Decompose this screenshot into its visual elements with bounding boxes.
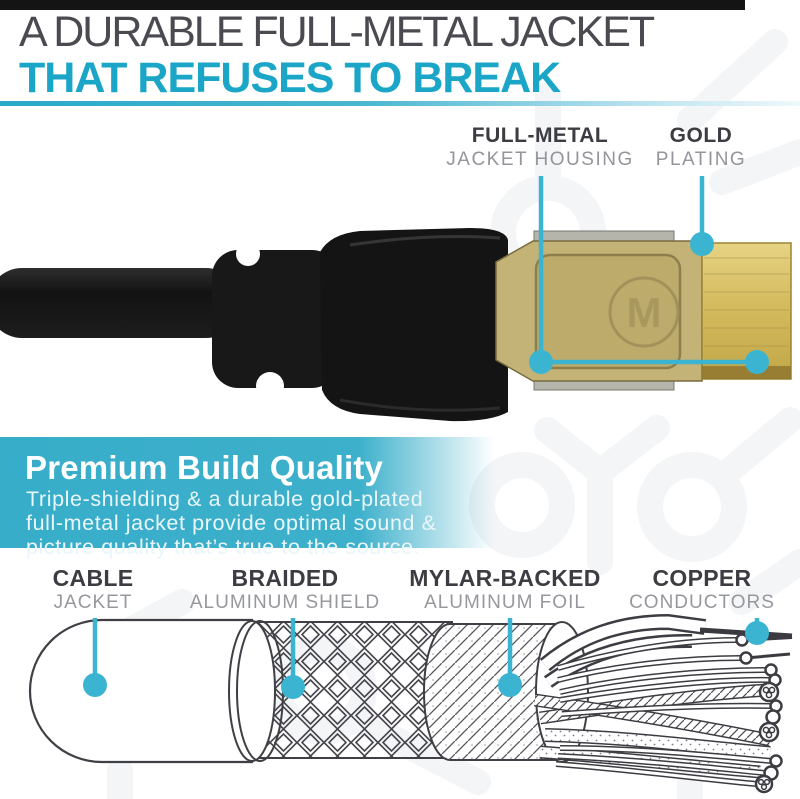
callout-mylar-foil: MYLAR-BACKED ALUMINUM FOIL [409, 565, 600, 614]
braided-shield-section [249, 621, 453, 759]
full-metal-callout-dot [529, 350, 553, 374]
boot-notch-top [236, 242, 260, 266]
banner-line3: picture quality that’s true to the sourc… [26, 535, 421, 559]
copper-conductors-dot [745, 621, 769, 645]
full-metal-callout-dot2 [745, 350, 769, 374]
braided-shield-dot [281, 675, 305, 699]
metal-jacket-housing: M [495, 230, 703, 391]
cable-photo [0, 228, 508, 422]
callout-title: CABLE [52, 565, 134, 591]
hdmi-connector-photo: M [0, 176, 792, 422]
headline-line2: THAT REFUSES TO BREAK [19, 54, 561, 102]
cable-cross-section-diagram [28, 613, 793, 794]
callout-title: FULL-METAL [471, 124, 609, 147]
callout-title: MYLAR-BACKED [409, 565, 601, 591]
callout-subtitle: CONDUCTORS [629, 592, 775, 613]
boot-notch-bottom [256, 372, 284, 400]
callout-title: COPPER [652, 565, 752, 591]
callout-gold-plating: GOLD PLATING [656, 124, 746, 171]
connector-body [320, 228, 508, 422]
callout-cable-jacket: CABLE JACKET [53, 565, 134, 614]
callout-subtitle: JACKET HOUSING [446, 149, 634, 170]
callout-copper-conductors: COPPER CONDUCTORS [629, 565, 775, 614]
gold-callout-dot [690, 232, 714, 256]
logo-letter: M [627, 289, 662, 336]
callout-title: BRAIDED [231, 565, 339, 591]
connector-callout-lines [538, 176, 757, 365]
jacket-outline [28, 618, 254, 764]
top-edge-bar [0, 0, 745, 10]
premium-build-banner: Premium Build Quality Triple-shielding &… [0, 437, 499, 559]
banner-line2: full-metal jacket provide optimal sound … [26, 511, 437, 535]
callout-title: GOLD [669, 124, 733, 147]
callout-subtitle: JACKET [53, 592, 133, 613]
headline-divider [0, 101, 800, 106]
mylar-foil-section [423, 623, 563, 761]
banner-title: Premium Build Quality [25, 449, 384, 486]
banner-line1: Triple-shielding & a durable gold-plated [26, 487, 424, 511]
callout-subtitle: ALUMINUM SHIELD [189, 592, 381, 613]
mylar-foil-dot [498, 673, 522, 697]
callout-subtitle: ALUMINUM FOIL [424, 592, 586, 613]
headline-line1: A DURABLE FULL-METAL JACKET [19, 8, 655, 56]
callout-braided-shield: BRAIDED ALUMINUM SHIELD [190, 565, 380, 614]
cable-jacket-dot [83, 673, 107, 697]
logo-ring [608, 276, 680, 348]
callout-full-metal-jacket: FULL-METAL JACKET HOUSING [446, 124, 633, 171]
callout-subtitle: PLATING [655, 149, 747, 170]
copper-conductors [534, 613, 793, 794]
